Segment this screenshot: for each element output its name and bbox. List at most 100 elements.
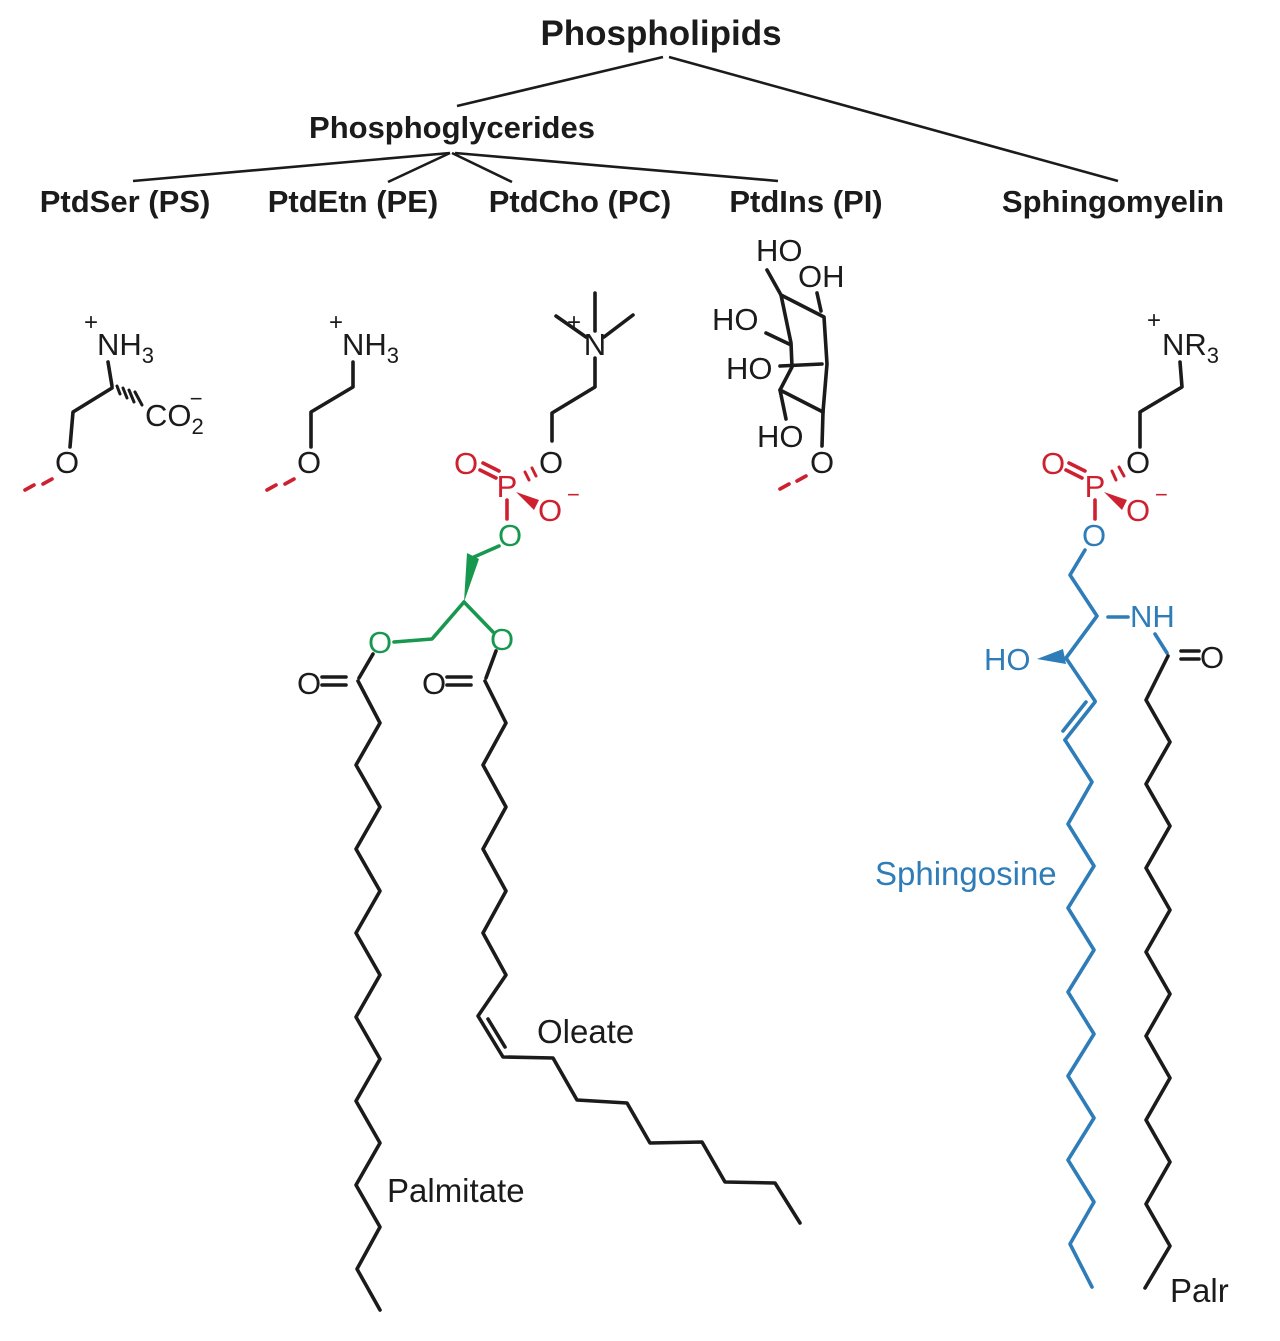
tree-node-phosphoglycerides: Phosphoglycerides	[309, 110, 595, 145]
ptdcho-choline-o: O	[539, 445, 563, 480]
oleate-annotation: Oleate	[537, 1013, 634, 1050]
ptdcho-glycerol-o1: O	[498, 518, 522, 553]
ptdetn-dashed-continuation	[265, 477, 296, 492]
palmitate-annotation: Palmitate	[387, 1172, 525, 1209]
sm-o-minus: O	[1126, 493, 1150, 528]
ptdser-bond-n-c	[106, 360, 114, 388]
inositol-bond-ho-midleft	[778, 362, 824, 368]
sm-amide-double-bond	[1179, 649, 1201, 661]
inositol-ho-bottom: HO	[757, 419, 804, 454]
sm-o-p-hash-bond	[1110, 465, 1126, 482]
tree-edge-root-sphingomyelin	[668, 55, 1119, 183]
ptdser-structure: + NH3 CO2 − O	[23, 309, 204, 492]
glycerol-o2: O	[490, 622, 514, 657]
palmitate-chain	[354, 679, 382, 1312]
oleate-chain	[476, 679, 802, 1225]
sm-acyl-annotation: Palr	[1170, 1272, 1229, 1309]
sm-phosphoryl-o: O	[1041, 446, 1065, 481]
ptdcho-structure: + N O P O O − O O O O O Oleate Palmitate	[297, 291, 802, 1312]
ptdetn-nh3-label: NH3	[342, 327, 399, 368]
inositol-bond-ho-top	[765, 268, 783, 297]
sm-acyl-chain	[1143, 654, 1172, 1290]
sphingosine-ho-label: HO	[984, 642, 1031, 677]
nr-text: NR	[1162, 327, 1207, 362]
glycerol-o1-c1-bond	[472, 544, 501, 559]
sphingosine-c1-c2-c3-bonds	[1064, 548, 1099, 660]
sm-amide-nh: NH	[1130, 599, 1175, 634]
inositol-oh-topright: OH	[798, 259, 845, 294]
ptdser-carboxylate-label: CO2 −	[145, 386, 204, 439]
ptdins-dashed-continuation	[778, 474, 808, 491]
sphingomyelin-structure: + NR3 O P O O − O NH O HO Sphingosine Pa…	[875, 307, 1229, 1309]
inositol-bond-ho-bottom	[778, 388, 788, 421]
ptdcho-p-double-bond	[478, 461, 501, 480]
oleate-carbonyl-double-bond	[445, 675, 473, 687]
tree-leaf-ptdser: PtdSer (PS)	[40, 184, 211, 219]
co2-subscript: 2	[192, 414, 204, 439]
ptdser-plus-charge: +	[84, 309, 98, 336]
ptdcho-n-label: N	[584, 327, 606, 362]
palmitate-carbonyl-double-bond	[320, 675, 348, 687]
sphingosine-annotation: Sphingosine	[875, 855, 1057, 892]
nh-text: NH	[342, 327, 387, 362]
inositol-bond-o-phosphate	[820, 410, 825, 448]
sm-nr3-label: NR3	[1162, 327, 1219, 368]
co-text: CO	[145, 398, 192, 433]
ptdser-dashed-continuation	[23, 477, 54, 492]
tree-edge-ptdetn	[387, 151, 451, 184]
glycerol-c2-c3-o3-bond	[392, 600, 466, 644]
sm-o-minus-charge: −	[1155, 482, 1168, 507]
ptdcho-o-p-hash-bond	[523, 466, 538, 482]
inositol-bond-ho-left	[764, 331, 791, 346]
ptdser-hashed-wedge	[115, 384, 144, 407]
ptdser-ester-o: O	[55, 445, 79, 480]
glycerol-c1-c2-wedge	[464, 553, 479, 602]
ptdser-nh3-label: NH3	[97, 327, 154, 368]
sm-amide-o: O	[1200, 640, 1224, 675]
tree-edge-ptdins	[454, 151, 779, 183]
tree-edge-ptdser	[132, 151, 451, 183]
oleate-cis-double-bond	[486, 1017, 507, 1049]
sm-p-label: P	[1085, 469, 1106, 504]
ptdcho-p-label: P	[497, 469, 518, 504]
inositol-ho-left: HO	[712, 302, 759, 337]
sphingosine-ho-wedge	[1037, 649, 1066, 664]
ptdcho-p-o-wedge	[516, 492, 539, 510]
tree-edge-root-phosphoglycerides	[456, 55, 664, 108]
nh3-subscript: 3	[142, 343, 154, 368]
tree-leaf-ptdetn: PtdEtn (PE)	[268, 184, 439, 219]
tree-edge-ptdcho	[451, 151, 513, 184]
sm-ethylene-bonds	[1138, 360, 1184, 449]
ptdetn-ester-o: O	[297, 445, 321, 480]
palmitate-carbonyl-o: O	[297, 666, 321, 701]
oleate-carbonyl-o: O	[422, 666, 446, 701]
co2-minus: −	[190, 386, 203, 411]
ptdetn-plus-charge: +	[329, 309, 343, 336]
palmitate-ester-o-c-bond	[357, 652, 375, 680]
tree-leaf-sphingomyelin: Sphingomyelin	[1002, 184, 1224, 219]
sphingosine-tail-chain	[1063, 738, 1096, 1289]
ptdcho-methyl-bonds	[554, 291, 635, 339]
inositol-ring	[778, 293, 829, 414]
sm-p-double-bond	[1064, 461, 1087, 480]
sphingosine-c3-c4-bond	[1064, 656, 1097, 703]
ptdetn-structure: + NH3 O	[265, 309, 399, 492]
sm-nh-carbonyl-bond	[1153, 632, 1169, 655]
nr3-subscript: 3	[1207, 343, 1219, 368]
ptdcho-o-minus-charge: −	[567, 482, 580, 507]
nh3-subscript: 3	[387, 343, 399, 368]
sm-choline-o: O	[1126, 445, 1150, 480]
ptdcho-phosphoryl-o: O	[454, 446, 478, 481]
inositol-ho-midleft: HO	[726, 351, 773, 386]
ptdins-structure: HO OH HO HO HO O	[712, 233, 845, 491]
sphingosine-trans-bond-main	[1063, 700, 1097, 742]
inositol-ester-o: O	[810, 445, 834, 480]
tree-leaf-ptdins: PtdIns (PI)	[729, 184, 882, 219]
glycerol-c2-o2-bond	[462, 600, 495, 634]
ptdetn-bond-chain	[309, 360, 355, 449]
oleate-ester-o-c-bond	[484, 649, 498, 680]
nh-text: NH	[97, 327, 142, 362]
ptdcho-ethylene-bonds	[550, 356, 597, 443]
